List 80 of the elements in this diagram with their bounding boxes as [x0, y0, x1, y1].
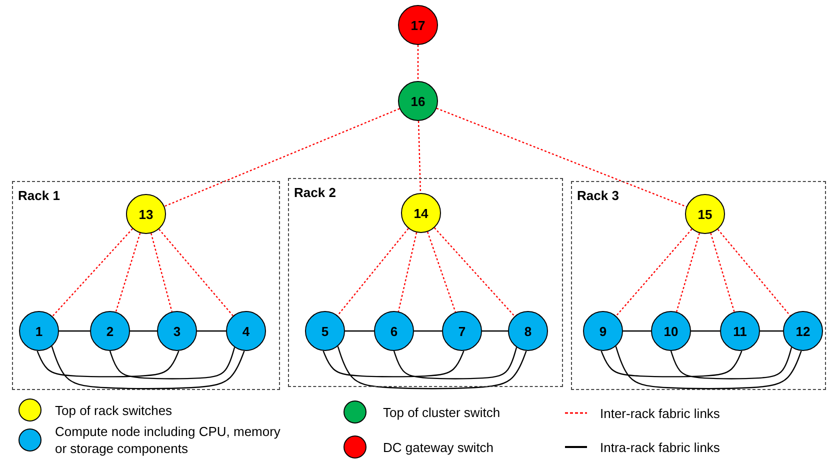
node-number: 17	[410, 18, 426, 32]
compute-node	[157, 311, 197, 351]
intra-rack-link	[393, 347, 518, 380]
intra-rack-link	[414, 330, 442, 332]
node-number: 16	[410, 94, 426, 108]
intra-rack-link	[59, 330, 90, 332]
node-number: 10	[664, 324, 678, 338]
legend-label: Inter-rack fabric links	[600, 405, 721, 422]
inter-rack-link	[164, 108, 400, 207]
intra-rack-link	[109, 347, 236, 380]
compute-node	[720, 311, 760, 351]
rack-switch-node	[126, 194, 166, 234]
intra-rack-link	[130, 330, 157, 332]
intra-rack-link	[322, 350, 464, 378]
rack-title: Rack 2	[294, 185, 336, 200]
inter-rack-link	[427, 232, 456, 312]
compute-node	[442, 311, 482, 351]
inter-rack-link	[616, 228, 692, 316]
intra-rack-link	[345, 330, 374, 332]
node-number: 4	[242, 324, 250, 338]
rack-group	[571, 181, 826, 390]
node-number: 6	[390, 324, 398, 338]
node-number: 5	[321, 324, 329, 338]
node-number: 9	[599, 324, 607, 338]
node-number: 8	[524, 324, 532, 338]
compute-node	[651, 311, 691, 351]
node-number: 14	[414, 206, 428, 220]
legend-label: Top of rack switches	[55, 402, 174, 419]
compute-node	[19, 311, 59, 351]
inter-rack-link	[398, 232, 418, 312]
rack-group	[12, 181, 280, 390]
legend-label: Intra-rack fabric links	[600, 439, 721, 456]
compute-node	[374, 311, 414, 351]
intra-rack-link	[760, 330, 783, 332]
inter-rack-link	[115, 232, 141, 312]
inter-rack-link	[436, 108, 687, 208]
node-number: 12	[796, 324, 810, 338]
inter-rack-link	[52, 228, 133, 317]
compute-node	[583, 311, 623, 351]
intra-rack-link	[670, 347, 792, 380]
intra-rack-link	[600, 350, 742, 378]
inter-rack-link	[337, 228, 409, 316]
compute-node	[226, 311, 266, 351]
node-number: 15	[698, 206, 712, 222]
rack-group	[288, 178, 563, 387]
node-number: 11	[733, 324, 747, 338]
inter-rack-link	[158, 228, 234, 316]
intra-rack-link	[197, 330, 226, 332]
inter-rack-link	[418, 120, 422, 194]
intra-rack-link	[615, 346, 802, 390]
legend-label: DC gateway switch	[383, 439, 495, 456]
node-number: 7	[458, 324, 466, 338]
node-number: 13	[138, 206, 154, 222]
intra-rack-link	[623, 330, 651, 332]
rack-title: Rack 1	[18, 188, 60, 203]
compute-node	[305, 311, 345, 351]
intra-rack-link	[51, 346, 245, 390]
intra-rack-link	[36, 350, 180, 378]
compute-node	[783, 311, 823, 351]
compute-node	[508, 311, 548, 351]
node-number: 3	[173, 324, 181, 338]
intra-rack-link	[691, 330, 720, 332]
gateway-switch-node	[398, 5, 438, 45]
inter-rack-link	[434, 227, 515, 317]
rack-switch-node	[685, 194, 725, 234]
node-number: 1	[35, 324, 43, 338]
legend-label: Compute node including CPU, memory or storage components	[55, 423, 282, 457]
inter-rack-link	[717, 228, 791, 316]
inter-rack-link	[150, 233, 172, 312]
rack-switch-node	[401, 193, 441, 233]
inter-rack-link	[417, 45, 419, 81]
rack-title: Rack 3	[577, 188, 619, 203]
intra-rack-link	[337, 346, 527, 390]
cluster-switch-node	[398, 81, 438, 121]
intra-rack-link	[482, 330, 508, 332]
node-number: 2	[106, 324, 114, 338]
inter-rack-link	[676, 233, 700, 312]
legend-label: Top of cluster switch	[383, 404, 502, 421]
inter-rack-link	[710, 232, 735, 312]
compute-node	[90, 311, 130, 351]
